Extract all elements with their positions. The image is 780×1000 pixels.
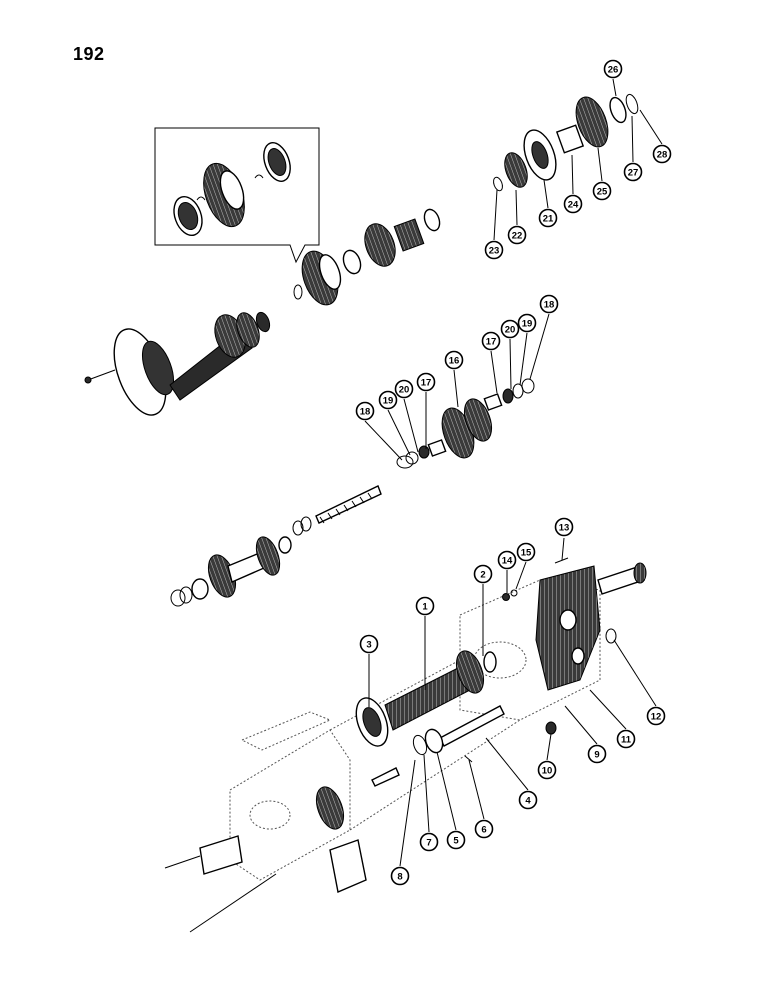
svg-text:8: 8: [397, 872, 402, 883]
callout-24: 24: [563, 194, 583, 214]
leader-10: [546, 733, 552, 761]
callout-21: 21: [538, 208, 558, 228]
upper-gear-cluster: [493, 93, 639, 192]
callout-10: 10: [537, 760, 557, 780]
svg-text:3: 3: [366, 640, 371, 651]
svg-text:19: 19: [383, 396, 394, 407]
callout-16: 16: [444, 350, 464, 370]
svg-text:28: 28: [657, 150, 668, 161]
callout-20-b: 20: [394, 379, 414, 399]
callout-18-a: 18: [539, 294, 559, 314]
callout-17-a: 17: [481, 331, 501, 351]
svg-text:7: 7: [426, 838, 431, 849]
svg-text:19: 19: [522, 319, 533, 330]
callout-9: 9: [587, 744, 607, 764]
page-number: 192: [73, 44, 105, 64]
svg-text:6: 6: [481, 825, 486, 836]
callout-18-b: 18: [355, 401, 375, 421]
callout-17-b: 17: [416, 372, 436, 392]
callout-28: 28: [652, 144, 672, 164]
svg-text:27: 27: [628, 168, 639, 179]
inset-synchronizer-detail: [154, 127, 320, 264]
svg-text:15: 15: [521, 548, 532, 559]
svg-text:9: 9: [594, 750, 599, 761]
callout-3: 3: [359, 634, 379, 654]
svg-text:11: 11: [621, 735, 632, 746]
cluster-gear-assembly: [396, 378, 535, 469]
svg-text:20: 20: [399, 385, 410, 396]
svg-text:22: 22: [512, 231, 523, 242]
callout-19-a: 19: [517, 313, 537, 333]
svg-text:17: 17: [421, 378, 432, 389]
svg-text:17: 17: [486, 337, 497, 348]
callout-25: 25: [592, 181, 612, 201]
svg-text:5: 5: [453, 836, 459, 847]
callout-20-a: 20: [500, 319, 520, 339]
svg-text:20: 20: [505, 325, 516, 336]
callouts: 1 2 3 4 5 6 7 8 9 10 11 12 13 14 15 16 1…: [355, 59, 672, 886]
callout-2: 2: [473, 564, 493, 584]
callout-12: 12: [646, 706, 666, 726]
callout-15: 15: [516, 542, 536, 562]
callout-5: 5: [446, 830, 466, 850]
svg-text:21: 21: [543, 214, 554, 225]
callout-19-b: 19: [378, 390, 398, 410]
svg-text:18: 18: [360, 407, 371, 418]
callout-22: 22: [507, 225, 527, 245]
svg-text:26: 26: [608, 65, 619, 76]
callout-23: 23: [484, 240, 504, 260]
svg-text:18: 18: [544, 300, 555, 311]
callout-11: 11: [616, 729, 636, 749]
svg-text:16: 16: [449, 356, 460, 367]
callout-26: 26: [603, 59, 623, 79]
svg-text:10: 10: [542, 766, 553, 777]
callout-27: 27: [623, 162, 643, 182]
callout-7: 7: [419, 832, 439, 852]
callout-1: 1: [415, 596, 435, 616]
svg-text:2: 2: [480, 570, 485, 581]
svg-text:12: 12: [651, 712, 662, 723]
svg-text:4: 4: [525, 796, 531, 807]
callout-14: 14: [497, 550, 517, 570]
callout-8: 8: [390, 866, 410, 886]
svg-text:25: 25: [597, 187, 608, 198]
mainshaft-assembly: [84, 208, 441, 416]
callout-4: 4: [518, 790, 538, 810]
callout-6: 6: [474, 819, 494, 839]
callout-13: 13: [554, 517, 574, 537]
svg-text:24: 24: [568, 200, 579, 211]
svg-text:1: 1: [422, 602, 428, 613]
reverse-idler-assembly: [170, 485, 382, 607]
svg-text:23: 23: [489, 246, 500, 257]
svg-text:14: 14: [502, 556, 513, 567]
callout-leaders: [364, 78, 663, 867]
countershaft-assembly: [164, 557, 647, 933]
svg-text:13: 13: [559, 523, 570, 534]
